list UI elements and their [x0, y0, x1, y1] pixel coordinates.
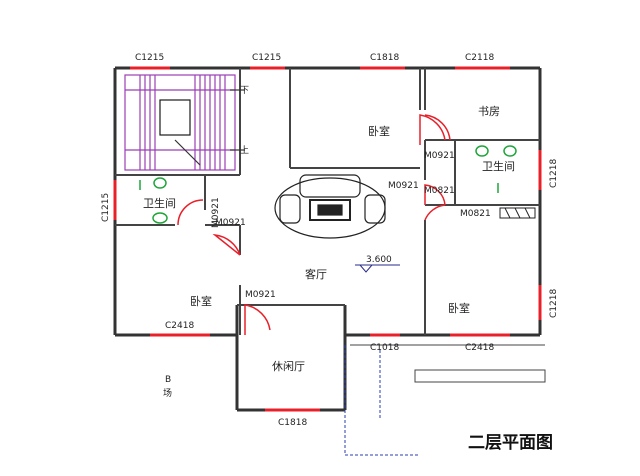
- label-window-c1018: C1018: [370, 343, 399, 353]
- label-window-c1215-b: C1215: [252, 53, 281, 63]
- stair-down-label: 下: [240, 86, 249, 96]
- bath-fixtures-right: [475, 145, 517, 193]
- walls: [113, 66, 542, 412]
- label-window-c1215-left: C1215: [101, 193, 111, 222]
- label-window-c2418-b: C2418: [465, 343, 494, 353]
- label-door-m0821-a: M0821: [424, 186, 455, 196]
- stair-up-label: 上: [240, 145, 249, 156]
- label-window-c1218-b: C1218: [549, 289, 559, 318]
- label-door-m0921-b: M0921: [388, 181, 419, 191]
- elevation-label: 3.600: [366, 255, 392, 265]
- label-window-c1215-a: C1215: [135, 53, 164, 63]
- label-window-c1818-a: C1818: [370, 53, 399, 63]
- room-label-bath-left: 卫生间: [143, 196, 176, 210]
- doors: [177, 114, 451, 335]
- entry-mark: B: [165, 375, 171, 385]
- label-door-m0921-c: M0921: [211, 197, 221, 228]
- label-door-m0921-d: M0921: [215, 218, 246, 228]
- room-label-bedroom-sw: 卧室: [190, 294, 212, 308]
- room-label-study: 书房: [478, 105, 500, 118]
- plan-title: 二层平面图: [468, 433, 553, 453]
- door-lounge: [244, 304, 271, 335]
- label-window-c2118: C2118: [465, 53, 494, 63]
- label-door-m0821-b: M0821: [460, 209, 491, 219]
- balcony-rails: [344, 345, 420, 456]
- door-bedroom-sw: [212, 233, 241, 256]
- label-door-m0921-e: M0921: [245, 290, 276, 300]
- staircase: [124, 74, 245, 171]
- windows: [113, 66, 542, 412]
- label-window-c2418-a: C2418: [165, 321, 194, 331]
- door-bedroom-north: [419, 114, 446, 145]
- room-label-living: 客厅: [305, 267, 327, 281]
- door-bedroom-se: [424, 204, 446, 221]
- elevation-marker: [355, 264, 400, 273]
- label-window-c1218-a: C1218: [549, 159, 559, 188]
- room-label-lounge: 休闲厅: [272, 359, 305, 373]
- room-label-bedroom-north: 卧室: [368, 124, 390, 138]
- door-study: [424, 114, 451, 141]
- bath-fixtures-left: [139, 177, 168, 224]
- terrace: [350, 344, 546, 383]
- entry-sub: 场: [163, 388, 172, 399]
- label-window-c1818-b: C1818: [278, 418, 307, 428]
- cabinet: [499, 207, 536, 219]
- interior-walls: [115, 68, 540, 335]
- door-bath-right: [424, 184, 446, 206]
- room-label-bath-right: 卫生间: [482, 159, 515, 173]
- label-door-m0921-a: M0921: [424, 151, 455, 161]
- sofa-set: [274, 174, 386, 239]
- room-label-bedroom-se: 卧室: [448, 301, 470, 315]
- door-bath-left: [177, 199, 204, 226]
